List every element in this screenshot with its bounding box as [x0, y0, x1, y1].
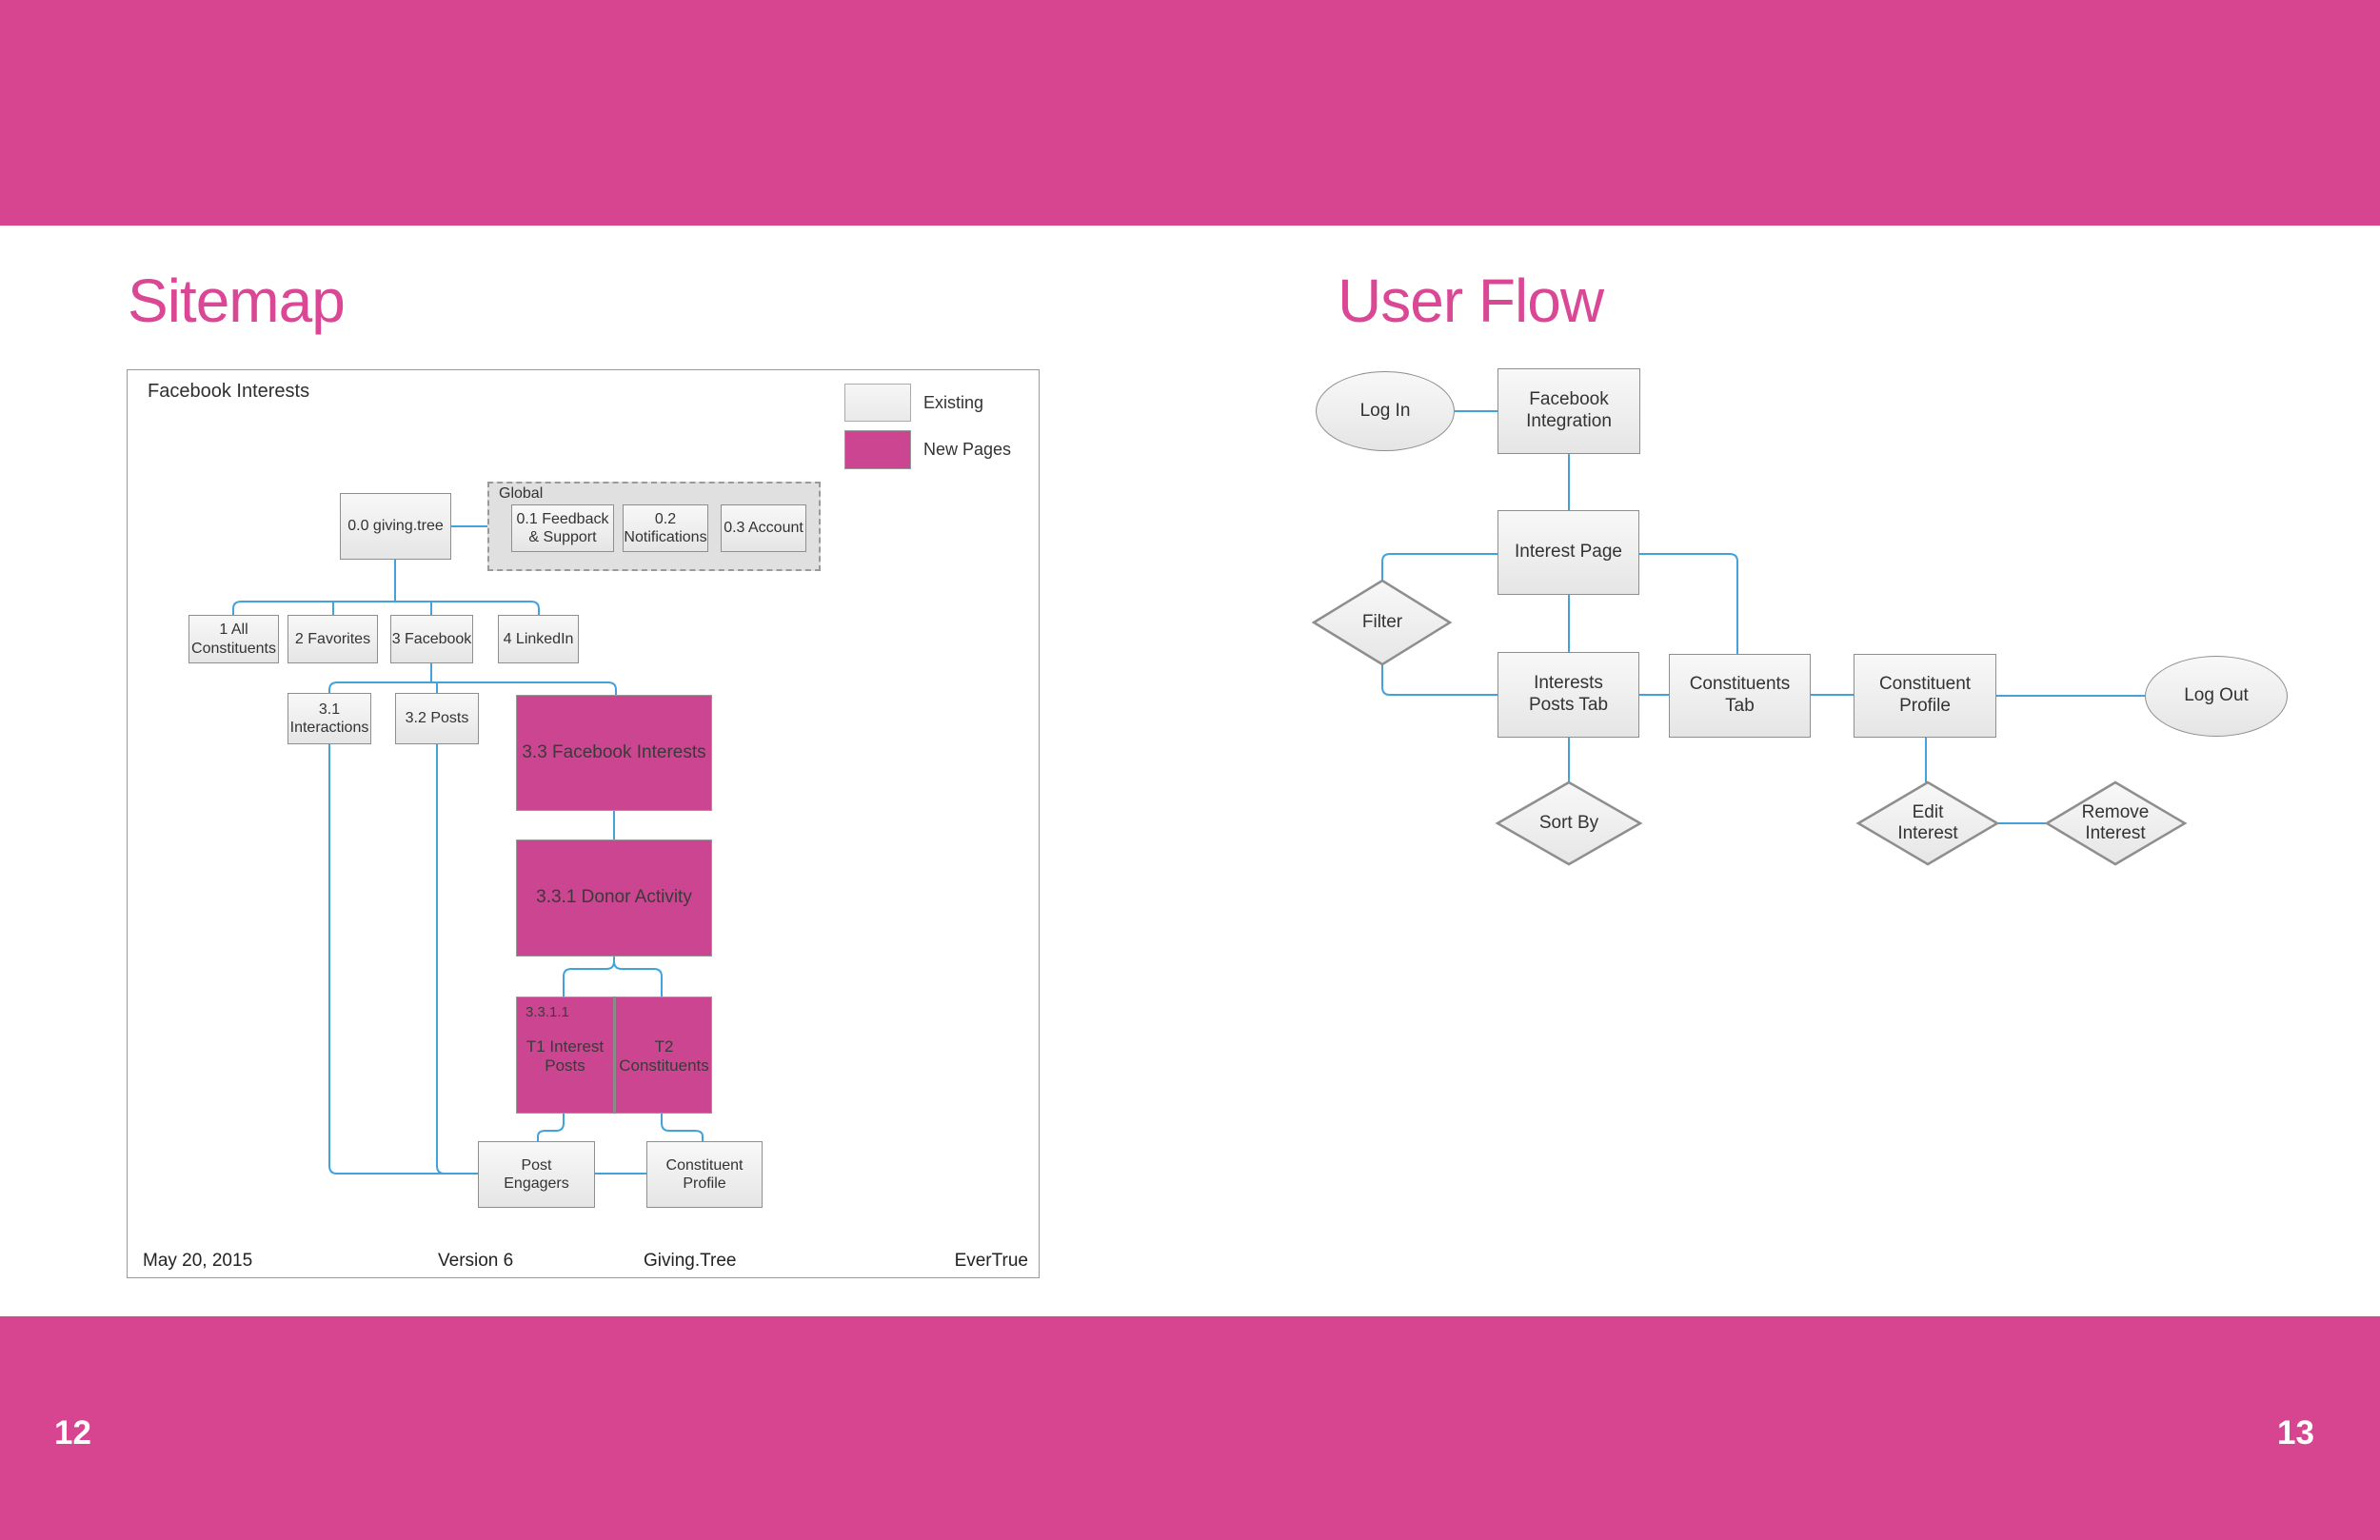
node-t2-constituents: T2 Constituents [619, 1037, 709, 1075]
t-group-label: 3.3.1.1 [526, 1004, 569, 1020]
node-feedback-support: 0.1 Feedback & Support [511, 504, 614, 552]
sitemap-footer-date: May 20, 2015 [143, 1251, 253, 1271]
node-linkedin: 4 LinkedIn [498, 615, 579, 663]
userflow-slide-title: User Flow [1338, 267, 1604, 335]
node-log-out: Log Out [2145, 656, 2288, 737]
global-group-label: Global [499, 485, 544, 502]
node-facebook: 3 Facebook [390, 615, 473, 663]
page-number-right: 13 [2277, 1414, 2314, 1451]
node-notifications: 0.2 Notifications [623, 504, 708, 552]
remove-interest-label: Remove Interest [2081, 802, 2150, 843]
bottom-band [0, 1316, 2380, 1540]
node-constituent-profile-sitemap: Constituent Profile [646, 1141, 763, 1208]
page-number-left: 12 [54, 1414, 91, 1451]
sitemap-slide-title: Sitemap [128, 267, 346, 335]
node-post-engagers: Post Engagers [478, 1141, 595, 1208]
legend-existing-label: Existing [923, 393, 984, 412]
node-giving-tree: 0.0 giving.tree [340, 493, 451, 560]
sort-by-label: Sort By [1538, 813, 1599, 834]
node-donor-activity: 3.3.1 Donor Activity [516, 839, 712, 957]
node-interests-posts-tab: Interests Posts Tab [1497, 652, 1639, 738]
edit-interest-label: Edit Interest [1897, 802, 1958, 843]
node-constituent-profile-flow: Constituent Profile [1854, 654, 1996, 738]
node-facebook-interests: 3.3 Facebook Interests [516, 695, 712, 811]
node-constituents-tab: Constituents Tab [1669, 654, 1811, 738]
node-favorites: 2 Favorites [288, 615, 378, 663]
node-all-constituents: 1 All Constituents [188, 615, 279, 663]
node-account: 0.3 Account [721, 504, 806, 552]
node-facebook-integration: Facebook Integration [1497, 368, 1640, 454]
filter-label: Filter [1361, 612, 1403, 633]
node-interest-page: Interest Page [1497, 510, 1639, 595]
t-group-divider [613, 997, 616, 1114]
node-interactions: 3.1 Interactions [288, 693, 371, 744]
sitemap-footer-product: Giving.Tree [644, 1251, 737, 1271]
legend-new-pages-swatch [844, 430, 911, 469]
legend-new-pages-label: New Pages [923, 440, 1012, 459]
top-band [0, 0, 2380, 226]
node-posts: 3.2 Posts [395, 693, 479, 744]
node-t1-interest-posts: T1 Interest Posts [526, 1037, 605, 1075]
sitemap-diagram-title: Facebook Interests [148, 381, 310, 402]
sitemap-footer-version: Version 6 [438, 1251, 514, 1271]
legend-existing-swatch [844, 384, 911, 422]
node-log-in: Log In [1316, 371, 1455, 451]
sitemap-footer-company: EverTrue [954, 1251, 1028, 1271]
